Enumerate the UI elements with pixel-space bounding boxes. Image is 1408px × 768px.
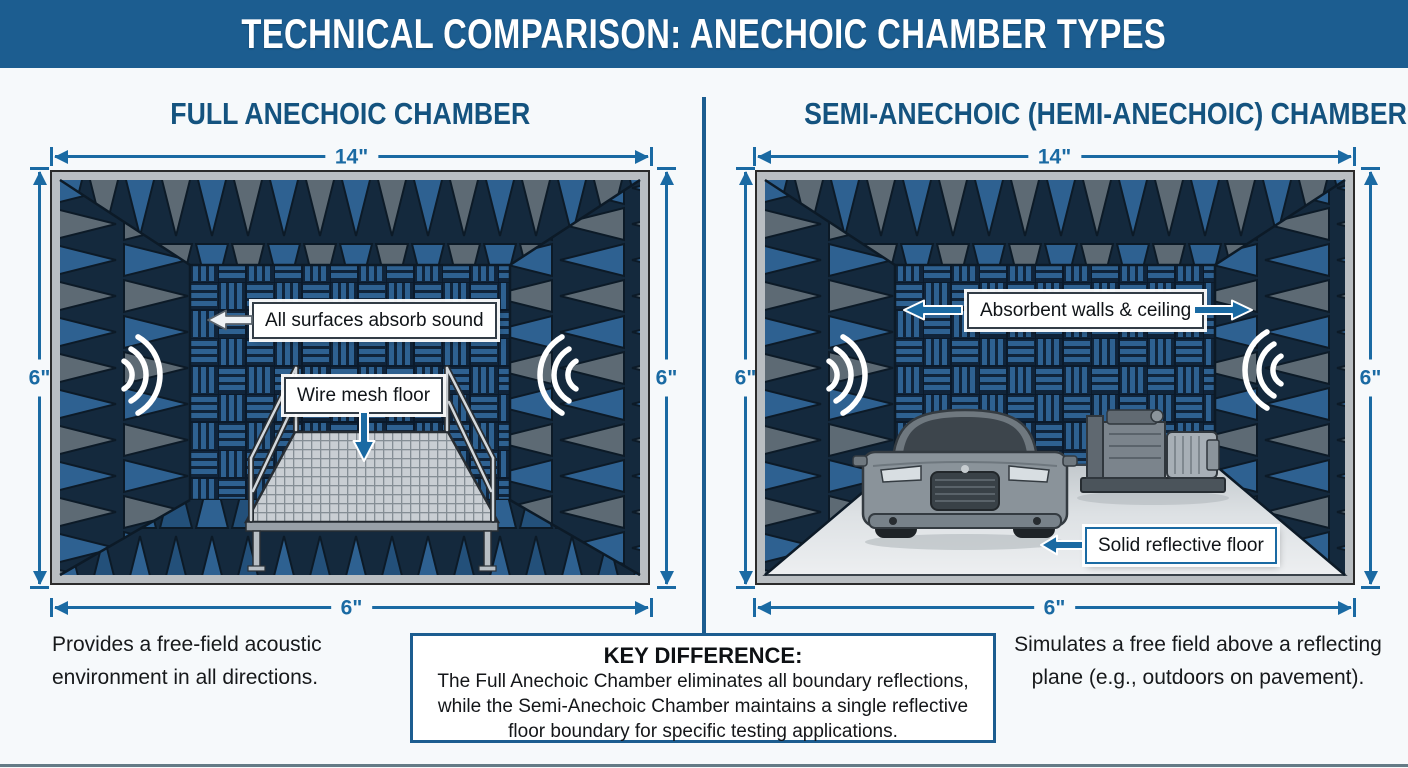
dim-label: 6" bbox=[652, 359, 681, 397]
key-difference-body: The Full Anechoic Chamber eliminates all… bbox=[437, 671, 969, 742]
panel-title-full: FULL ANECHOIC CHAMBER bbox=[170, 96, 530, 131]
right-wall-wedges bbox=[510, 180, 640, 575]
sound-waves-icon bbox=[121, 334, 579, 416]
label-absorbent-walls: Absorbent walls & ceiling bbox=[967, 292, 1205, 329]
caption-full-chamber: Provides a free-field acoustic environme… bbox=[52, 633, 322, 689]
key-difference-heading: KEY DIFFERENCE: bbox=[603, 643, 803, 668]
left-arrow-icon bbox=[1040, 534, 1084, 556]
ceiling-wedges bbox=[60, 180, 640, 265]
dim-top-full: 14" bbox=[50, 146, 653, 167]
key-difference-box: KEY DIFFERENCE: The Full Anechoic Chambe… bbox=[410, 633, 996, 743]
dim-label: 6" bbox=[1033, 597, 1076, 618]
full-anechoic-chamber-illustration bbox=[50, 170, 650, 585]
dim-label: 14" bbox=[1027, 146, 1082, 167]
right-arrow-icon bbox=[1193, 299, 1253, 321]
dim-left-full: 6" bbox=[25, 167, 54, 589]
down-arrow-icon bbox=[352, 411, 376, 462]
left-arrow-icon bbox=[903, 299, 963, 321]
label-all-surfaces: All surfaces absorb sound bbox=[252, 302, 497, 339]
dim-right-full: 6" bbox=[652, 167, 681, 589]
dim-bottom-full: 6" bbox=[50, 597, 653, 618]
caption-semi-chamber: Simulates a free field above a reflectin… bbox=[1014, 633, 1382, 689]
dim-top-semi: 14" bbox=[753, 146, 1356, 167]
panel-title-semi: SEMI-ANECHOIC (HEMI-ANECHOIC) CHAMBER bbox=[804, 96, 1407, 131]
dim-right-semi: 6" bbox=[1356, 167, 1385, 589]
dim-label: 14" bbox=[324, 146, 379, 167]
label-solid-reflective-floor: Solid reflective floor bbox=[1085, 527, 1277, 564]
label-wire-mesh-floor: Wire mesh floor bbox=[284, 377, 444, 414]
dim-left-semi: 6" bbox=[731, 167, 760, 589]
dim-label: 6" bbox=[1356, 359, 1385, 397]
header-bar: TECHNICAL COMPARISON: ANECHOIC CHAMBER T… bbox=[0, 0, 1408, 68]
dim-label: 6" bbox=[330, 597, 373, 618]
sound-waves-icon bbox=[826, 329, 1284, 416]
right-wall-wedges bbox=[1215, 180, 1345, 575]
dim-label: 6" bbox=[25, 359, 54, 397]
dim-bottom-semi: 6" bbox=[753, 597, 1356, 618]
bottom-rule bbox=[0, 764, 1408, 767]
ceiling-wedges bbox=[765, 180, 1345, 265]
car-illustration bbox=[852, 408, 1078, 550]
semi-anechoic-chamber-illustration bbox=[755, 170, 1355, 585]
panel-divider bbox=[702, 97, 706, 633]
generator-illustration bbox=[1077, 409, 1229, 505]
page-title: TECHNICAL COMPARISON: ANECHOIC CHAMBER T… bbox=[241, 10, 1167, 57]
left-arrow-icon bbox=[207, 309, 253, 331]
left-wall-wedges bbox=[60, 180, 190, 575]
dim-label: 6" bbox=[731, 359, 760, 397]
wire-mesh-walkway bbox=[243, 365, 501, 572]
